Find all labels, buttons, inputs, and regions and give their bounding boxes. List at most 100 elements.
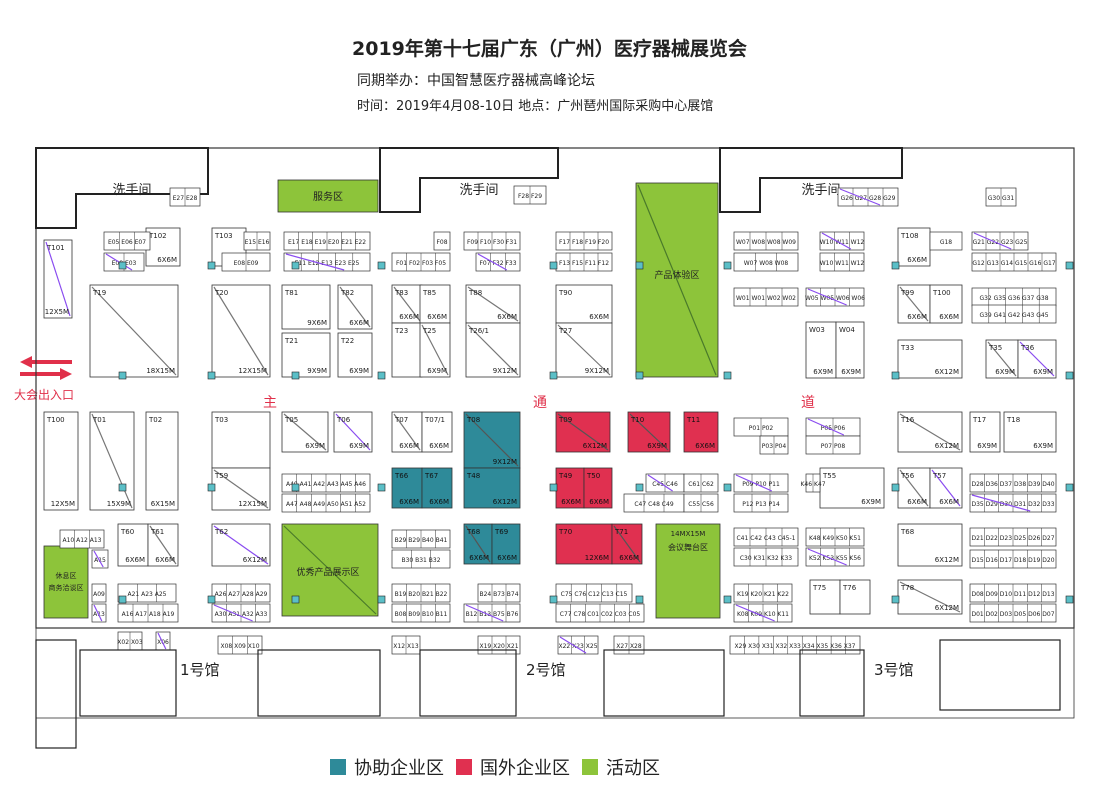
column-marker-32 (635, 595, 644, 604)
booth-id-32: T10 (630, 416, 644, 424)
column-marker-18 (118, 483, 127, 492)
entrance-arrows-icon (20, 356, 72, 380)
small-booth-row-20: G39 G41 G42 G43 G45 (979, 312, 1048, 319)
small-booth-sold-61 (465, 604, 504, 622)
booth-id-23: T01 (92, 416, 106, 424)
small-booth-strip-6 (433, 231, 451, 251)
booth-size-59: 6X6M (907, 256, 927, 264)
rest-area-zone (43, 545, 89, 619)
booth-size-28: 6X6M (399, 442, 419, 450)
booth-id-60: W03 (809, 326, 825, 334)
small-booth-row-18: G12 G13 G14 G15 G16 G17 (972, 260, 1055, 267)
booth-61 (835, 321, 865, 379)
small-booth-row-6: F08 (436, 239, 447, 246)
time-place: 时间：2019年4月08-10日 地点：广州琶州国际采购中心展馆 (357, 99, 714, 114)
booth-5 (281, 332, 331, 378)
column-marker-9 (118, 371, 127, 380)
service-room-3 (419, 649, 517, 717)
service-room-4 (603, 649, 725, 717)
booth-42 (583, 467, 613, 509)
booth-31-diagonal (557, 413, 609, 451)
booth-44-diagonal (899, 469, 929, 507)
small-booth-row-65: K08 K09 K10 K11 (737, 611, 789, 618)
booth-48-diagonal (213, 525, 269, 565)
small-booth-row-51: D15 D16 D17 D18 D19 D20 (971, 557, 1054, 564)
booth-size-5: 9X9M (307, 367, 327, 375)
booth-size-57: 6X6M (157, 256, 177, 264)
booth-id-9: T23 (394, 327, 408, 335)
small-booth-sold-17 (973, 232, 1012, 250)
booth-size-17: 6X6M (907, 313, 927, 321)
legend-assist-label: 协助企业区 (354, 758, 444, 779)
aisle-label-1: 主 (263, 395, 277, 411)
column-marker-4 (549, 261, 558, 270)
small-booth-strip-0 (103, 231, 151, 251)
column-marker-21 (377, 483, 386, 492)
booth-id-33: T11 (686, 416, 700, 424)
booth-size-36: 6X9M (1033, 442, 1053, 450)
booth-7-diagonal (393, 286, 421, 322)
booth-8 (419, 284, 451, 324)
booth-size-51: 12X6M (585, 554, 609, 562)
small-booth-row-4: E17 E18 E19 E20 E21 E22 (288, 239, 366, 246)
booth-id-28: T07 (394, 416, 408, 424)
booth-3 (281, 284, 331, 330)
column-marker-10 (207, 371, 216, 380)
booth-id-42: T50 (586, 472, 600, 480)
booth-id-26: T05 (284, 416, 298, 424)
column-marker-15 (723, 371, 732, 380)
concurrent-event: 同期举办：中国智慧医疗器械高峰论坛 (357, 73, 595, 89)
booth-54 (809, 579, 841, 615)
booth-size-56: 6X12M (935, 604, 959, 612)
booth-id-36: T18 (1006, 416, 1020, 424)
booth-size-18: 6X6M (939, 313, 959, 321)
booth-id-19: T33 (900, 344, 914, 352)
booth-6 (337, 332, 373, 378)
booth-size-30: 9X12M (493, 458, 517, 466)
booth-id-14: T90 (558, 289, 572, 297)
service-area (277, 179, 379, 213)
booth-45-diagonal (931, 469, 961, 507)
restroom-block-2 (379, 147, 559, 213)
booth-37-diagonal (213, 469, 269, 509)
booth-id-39: T67 (424, 472, 438, 480)
booth-size-4: 6X6M (349, 319, 369, 327)
restroom-block-3 (719, 147, 903, 213)
booth-size-31: 6X12M (583, 442, 607, 450)
small-booth-row-29: P05 P06 (821, 425, 846, 432)
booth-22 (43, 411, 79, 511)
booth-id-7: T83 (394, 289, 408, 297)
booth-id-10: T25 (422, 327, 436, 335)
column-marker-22 (549, 483, 558, 492)
booth-size-34: 6X12M (935, 442, 959, 450)
small-booth-sold-13 (821, 232, 852, 250)
legend-activity-label: 活动区 (606, 758, 660, 779)
small-booth-strip-37 (733, 473, 789, 493)
column-marker-31 (549, 595, 558, 604)
small-booth-row-9: F07 F32 F33 (479, 260, 516, 267)
stage-size-label: 14MX15M (671, 530, 706, 538)
small-booth-row-56: A26 A27 A28 A29 (215, 591, 268, 598)
small-booth-sold-65 (735, 604, 775, 622)
booth-size-33: 6X6M (695, 442, 715, 450)
small-booth-sold-33 (647, 474, 673, 492)
small-booth-row-59: B08 B09 B10 B11 (395, 611, 448, 618)
column-marker-8 (1065, 261, 1074, 270)
small-booth-row-19: G32 G35 G36 G37 G38 (979, 295, 1048, 302)
legend-activity-swatch (582, 759, 598, 775)
booth-size-38: 6X6M (399, 498, 419, 506)
small-booth-row-46: C41 C42 C43 C45-1 (736, 535, 795, 542)
product-experience-zone-diagonal (637, 184, 717, 376)
small-booth-row-47: C30 K31 K32 K33 (740, 555, 792, 562)
small-booth-strip-70 (217, 635, 263, 655)
excellent-products-zone-diagonal (283, 525, 377, 615)
booth-id-25: T03 (214, 416, 228, 424)
small-booth-strip-60 (477, 583, 521, 603)
small-booth-row-48: K48 K49 K50 K51 (809, 535, 861, 542)
small-booth-row-15: W10 W11 W12 (820, 260, 865, 267)
booth-id-61: W04 (839, 326, 855, 334)
column-marker-19 (207, 483, 216, 492)
booth-id-44: T56 (900, 472, 915, 480)
small-booth-row-11: F13 F15 F11 F12 (559, 260, 609, 267)
